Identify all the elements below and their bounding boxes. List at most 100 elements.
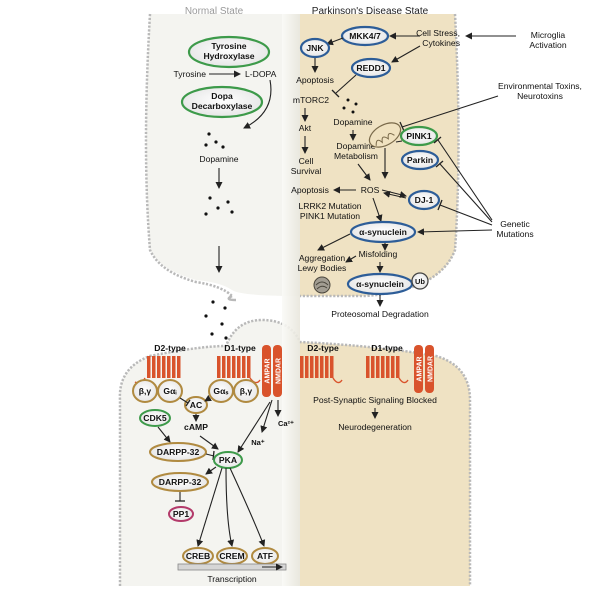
mutations-label: Mutations [496, 229, 533, 239]
ca-label: Ca²⁺ [278, 419, 294, 428]
cdk5-node: CDK5 [139, 409, 171, 427]
svg-text:β,γ: β,γ [139, 386, 152, 396]
metabolism-label: Metabolism [334, 151, 378, 161]
svg-text:CREM: CREM [219, 551, 244, 561]
svg-text:Decarboxylase: Decarboxylase [192, 101, 253, 111]
atf-node: ATF [251, 547, 279, 565]
svg-text:Ub: Ub [415, 277, 425, 286]
pd-dopamine-dots [342, 98, 358, 114]
transcription-label: Transcription [207, 574, 257, 584]
svg-text:PKA: PKA [219, 455, 237, 465]
parkinsons-state-header: Parkinson's Disease State [312, 6, 429, 17]
aggregation-label: Aggregation [299, 253, 346, 263]
svg-text:REDD1: REDD1 [356, 63, 385, 73]
signaling-blocked-label: Post-Synaptic Signaling Blocked [313, 395, 437, 405]
svg-text:Dopa: Dopa [211, 91, 233, 101]
dopamine-dots-2 [204, 196, 234, 216]
darpp32-node-2: DARPP-32 [151, 472, 209, 492]
gby-d1-node: β,γ [233, 379, 259, 403]
mitochondrion-icon [368, 122, 402, 148]
svg-text:NMDAR: NMDAR [276, 358, 283, 384]
tyrosine-hydroxylase-node: Tyrosine Hydroxylase [187, 35, 271, 69]
pd-dopamine-label: Dopamine [333, 117, 372, 127]
darpp32-node-1: DARPP-32 [149, 442, 207, 462]
akt-label: Akt [299, 123, 312, 133]
ldopa-label: L-DOPA [245, 69, 277, 79]
env-toxins-label: Environmental Toxins, [498, 81, 582, 91]
pd-d2-type-label: D2-type [307, 343, 339, 353]
genetic-label: Genetic [500, 219, 530, 229]
pd-d1-receptor [366, 356, 400, 378]
apoptosis-label-1: Apoptosis [296, 75, 334, 85]
pink1-node: PINK1 [399, 125, 439, 147]
dopa-decarboxylase-node: Dopa Decarboxylase [180, 85, 264, 119]
svg-text:AC: AC [190, 400, 202, 410]
asyn-node-1: α-synuclein [349, 220, 417, 244]
dj1-node: DJ-1 [407, 189, 441, 211]
dna-strand [177, 563, 287, 571]
svg-text:AMPAR: AMPAR [265, 358, 272, 383]
redd1-node: REDD1 [350, 57, 392, 79]
cell-stress-label: Cell Stress, [416, 28, 460, 38]
cytokines-label: Cytokines [422, 38, 460, 48]
ubiquitin-node: Ub [411, 272, 429, 290]
svg-text:CDK5: CDK5 [143, 413, 167, 423]
microglia-label: Microglia [531, 30, 566, 40]
d2-type-label: D2-type [154, 343, 186, 353]
svg-text:DARPP-32: DARPP-32 [159, 477, 202, 487]
creb-node: CREB [182, 547, 214, 565]
normal-state-header: Normal State [185, 6, 244, 17]
svg-text:Parkin: Parkin [407, 155, 433, 165]
crem-node: CREM [216, 547, 248, 565]
svg-text:ATF: ATF [257, 551, 273, 561]
pka-node: PKA [213, 451, 243, 469]
dopamine-metabolism-label: Dopamine [336, 141, 375, 151]
svg-text:NMDAR: NMDAR [428, 356, 435, 382]
pink1-mutation-label: PINK1 Mutation [300, 211, 360, 221]
svg-text:Gαᵢ: Gαᵢ [163, 386, 176, 396]
mtorc2-label: mTORC2 [293, 95, 329, 105]
pd-d2-receptor [300, 356, 334, 378]
svg-text:PINK1: PINK1 [406, 131, 432, 141]
misfolding-label: Misfolding [359, 249, 398, 259]
mkk47-node: MKK4/7 [340, 25, 390, 47]
pd-ampar-nmdar-channel: AMPAR NMDAR [414, 345, 435, 393]
proteosomal-degradation-label: Proteosomal Degradation [331, 309, 429, 319]
dopamine-dots-synapse [204, 300, 228, 340]
gby-d2-node: β,γ [132, 379, 158, 403]
lewy-body-icon [313, 276, 331, 294]
svg-text:AMPAR: AMPAR [417, 356, 424, 381]
jnk-node: JNK [299, 37, 331, 59]
gas-node: Gαₛ [208, 379, 234, 403]
svg-text:Gαₛ: Gαₛ [213, 386, 229, 396]
dopamine-label: Dopamine [199, 154, 238, 164]
ac-node: AC [184, 396, 208, 414]
d1-receptor [217, 356, 261, 384]
svg-text:CREB: CREB [186, 551, 210, 561]
gai-node: Gαᵢ [157, 379, 183, 403]
parkin-node: Parkin [400, 149, 440, 171]
dopamine-dots-1 [204, 132, 225, 149]
survival-label: Survival [291, 166, 322, 176]
svg-text:α-synuclein: α-synuclein [359, 227, 407, 237]
ampar-nmdar-channel: AMPAR NMDAR [262, 345, 283, 397]
lewy-bodies-label: Lewy Bodies [298, 263, 347, 273]
svg-text:JNK: JNK [306, 43, 324, 53]
ros-label: ROS [361, 185, 380, 195]
tyrosine-label: Tyrosine [174, 69, 207, 79]
neurotoxins-label: Neurotoxins [517, 91, 563, 101]
svg-text:β,γ: β,γ [240, 386, 253, 396]
apoptosis-label-2: Apoptosis [291, 185, 329, 195]
svg-text:DARPP-32: DARPP-32 [157, 447, 200, 457]
pd-d1-type-label: D1-type [371, 343, 403, 353]
d1-type-label: D1-type [224, 343, 256, 353]
svg-text:Tyrosine: Tyrosine [211, 41, 246, 51]
na-label: Na⁺ [251, 438, 265, 447]
cell-label: Cell [299, 156, 314, 166]
svg-text:PP1: PP1 [173, 509, 189, 519]
svg-text:α-synuclein: α-synuclein [356, 279, 404, 289]
camp-label: cAMP [184, 422, 208, 432]
neurodegeneration-label: Neurodegeneration [338, 422, 412, 432]
svg-text:MKK4/7: MKK4/7 [349, 31, 381, 41]
